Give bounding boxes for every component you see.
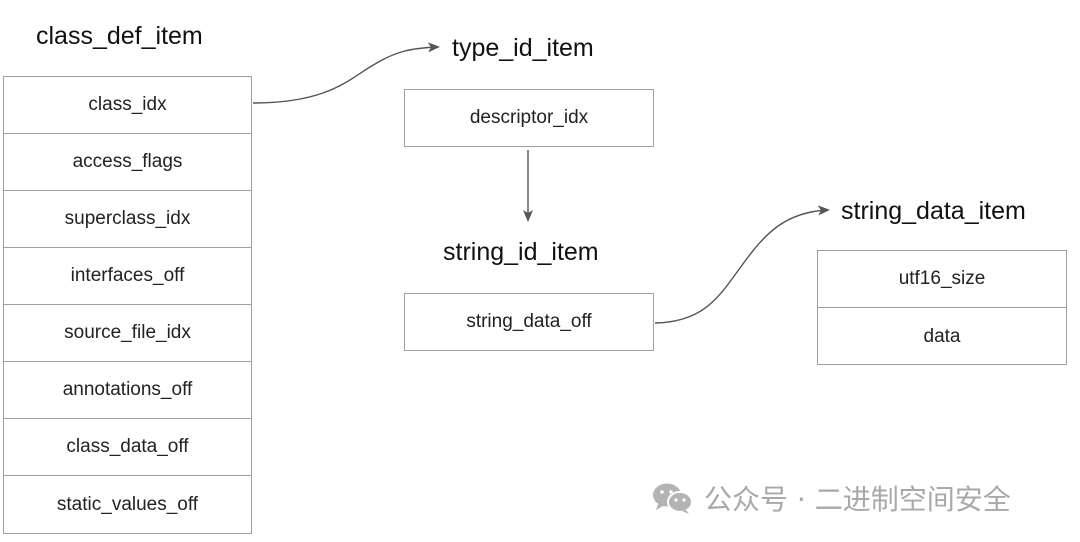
class-def-item-table: class_idx access_flags superclass_idx in… (3, 76, 252, 534)
watermark-text: 公众号 · 二进制空间安全 (704, 483, 1011, 516)
type-id-item-table: descriptor_idx (404, 89, 654, 147)
field-source-file-idx: source_file_idx (4, 305, 251, 362)
arrow-string-data-off-to-string-data-item (654, 205, 830, 324)
field-data: data (923, 325, 961, 347)
string-id-item-table: string_data_off (404, 293, 654, 351)
field-utf16-size: utf16_size (818, 251, 1066, 308)
field-descriptor-idx: descriptor_idx (469, 107, 589, 128)
string-id-item-title: string_id_item (443, 238, 599, 266)
field-annotations-off: annotations_off (4, 362, 251, 419)
string-data-item-title: string_data_item (841, 197, 1026, 225)
field-class-data-off: class_data_off (4, 419, 251, 476)
watermark: 公众号 · 二进制空间安全 (652, 478, 1011, 518)
field-access-flags: access_flags (4, 134, 251, 191)
field-class-idx: class_idx (4, 77, 251, 134)
arrow-class-idx-to-type-id-item (252, 42, 440, 104)
wechat-icon (652, 481, 694, 515)
field-static-values-off: static_values_off (56, 493, 199, 515)
field-string-data-off: string_data_off (466, 311, 592, 332)
field-superclass-idx: superclass_idx (4, 191, 251, 248)
string-data-item-table: utf16_size data (817, 250, 1067, 365)
class-def-item-title: class_def_item (36, 22, 203, 50)
type-id-item-title: type_id_item (452, 34, 594, 62)
field-interfaces-off: interfaces_off (4, 248, 251, 305)
